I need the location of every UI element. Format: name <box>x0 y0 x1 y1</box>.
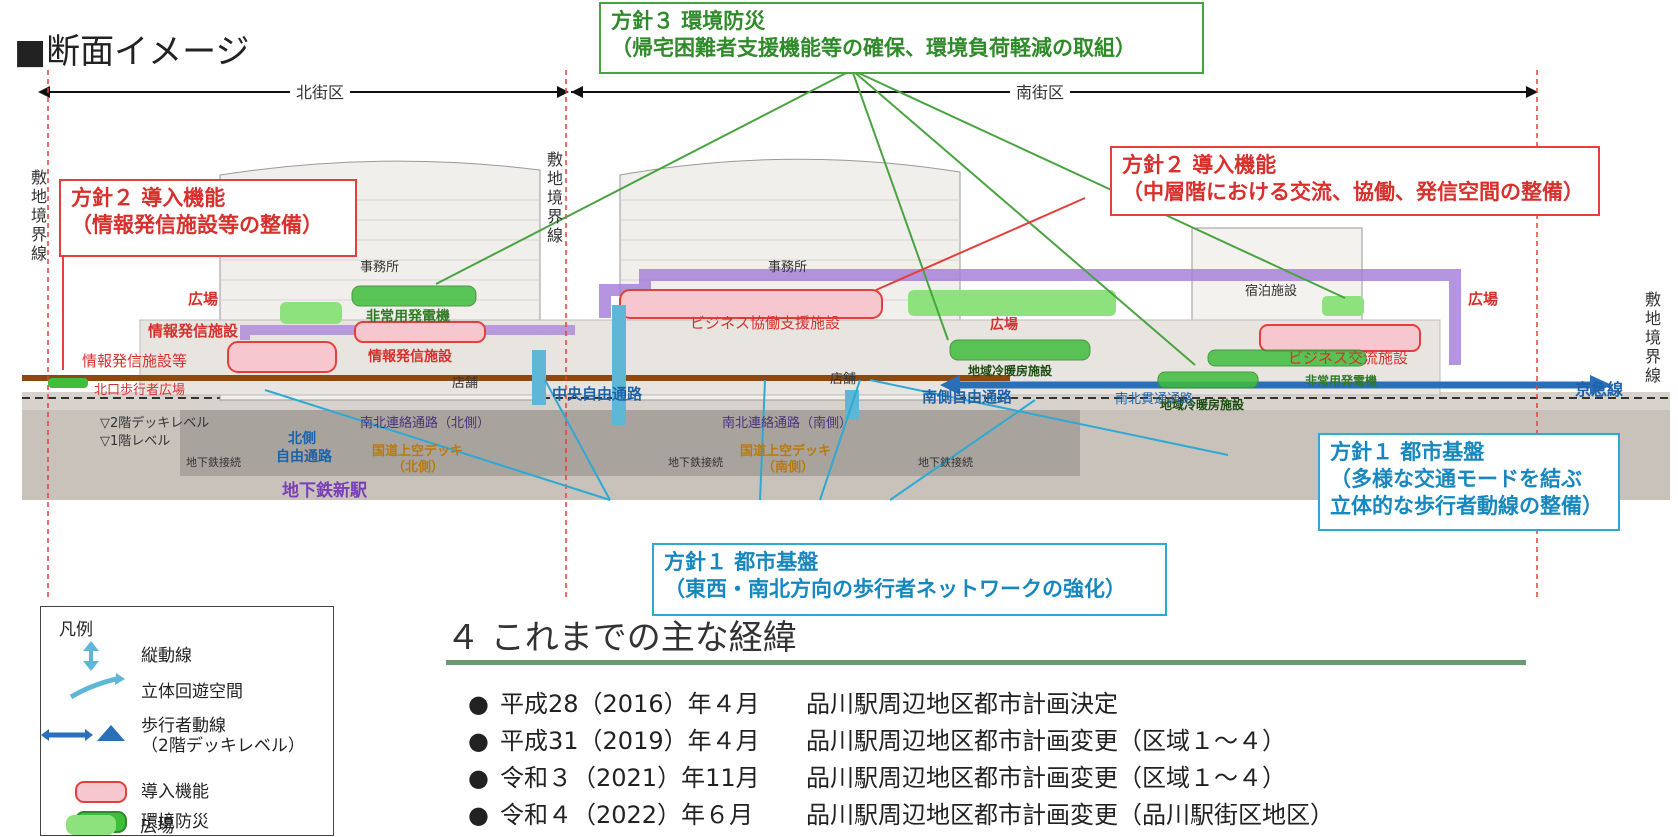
legend-intro-function-icon <box>75 781 127 803</box>
label-north-exit-plaza: 北口歩行者広場 <box>94 383 186 398</box>
label-info-facilities: 情報発信施設等 <box>82 352 188 370</box>
label-deck-south-1: 国道上空デッキ <box>740 444 832 459</box>
legend: 凡例 縦動線 立体回遊空間 歩行者動線 （2階デッキレベル） 導入機能 環境防災 <box>40 606 334 836</box>
legend-title: 凡例 <box>59 620 93 640</box>
history-date: 平成31（2019）年４月 <box>500 727 760 755</box>
history-item: ● 令和３（2021）年11月 品川駅周辺地区都市計画変更（区域１～４） <box>468 758 1286 793</box>
history-date: 令和３（2021）年11月 <box>500 764 760 792</box>
bullet-icon: ● <box>468 764 489 792</box>
history-event: 品川駅周辺地区都市計画変更（区域１～４） <box>806 764 1286 792</box>
callout-policy2-right-desc: （中層階における交流、協働、発信空間の整備） <box>1122 180 1584 204</box>
legend-item-pedestrian: 歩行者動線 <box>141 716 226 736</box>
section-divider <box>446 660 1526 665</box>
boundary-label-right: 敷地境界線 <box>1644 290 1661 385</box>
section-title: ４ これまでの主な経緯 <box>446 618 797 658</box>
label-subway-conn-2: 地下鉄接続 <box>668 456 723 469</box>
boundary-label-center: 敷地境界線 <box>546 150 563 245</box>
label-business-exchange: ビジネス交流施設 <box>1288 349 1409 367</box>
label-plaza-3: 広場 <box>1468 290 1499 308</box>
callout-policy2-left: 方針２ 導入機能 （情報発信施設等の整備） <box>59 179 357 257</box>
legend-item-vertical: 縦動線 <box>141 646 192 666</box>
label-ns-through: 南北貫通通路 <box>1115 392 1194 407</box>
callout-policy3-desc: （帰宅困難者支援機能等の確保、環境負荷軽減の取組） <box>611 36 1136 60</box>
label-office-north: 事務所 <box>360 260 400 275</box>
history-date: 令和４（2022）年６月 <box>500 801 754 829</box>
history-item: ● 令和４（2022）年６月 品川駅周辺地区都市計画変更（品川駅街区地区） <box>468 795 1334 830</box>
callout-policy3: 方針３ 環境防災 （帰宅困難者支援機能等の確保、環境負荷軽減の取組） <box>599 2 1204 74</box>
label-district-hvac-2: 地域冷暖房施設 <box>1160 398 1245 412</box>
callout-policy2-right-title: 方針２ 導入機能 <box>1122 153 1277 177</box>
legend-3d-circulation-icon <box>69 673 125 700</box>
history-item: ● 平成31（2019）年４月 品川駅周辺地区都市計画変更（区域１～４） <box>468 721 1286 756</box>
label-keikyu: 京急線 <box>1575 380 1624 399</box>
history-event: 品川駅周辺地区都市計画変更（品川駅街区地区） <box>806 801 1334 829</box>
boundary-label-left: 敷地境界線 <box>30 168 47 263</box>
legend-item-plaza: 広場 <box>140 817 174 837</box>
label-level-1f: ▽1階レベル <box>100 434 171 449</box>
label-north-passage-1: 北側 <box>288 431 316 447</box>
history-event: 品川駅周辺地区都市計画変更（区域１～４） <box>806 727 1286 755</box>
zone-south: 南街区 <box>1010 79 1071 103</box>
label-ns-passage-north: 南北連絡通路（北側） <box>360 416 491 431</box>
label-shop-1: 店舗 <box>452 376 479 391</box>
label-plaza-1: 広場 <box>188 290 219 308</box>
bullet-icon: ● <box>468 801 489 829</box>
label-emergency-gen-1: 非常用発電機 <box>366 309 450 325</box>
label-north-passage-2: 自由通路 <box>276 449 332 465</box>
legend-item-intro-function: 導入機能 <box>141 782 209 802</box>
bullet-icon: ● <box>468 690 489 718</box>
label-deck-north-2: （北側） <box>392 460 445 475</box>
legend-plaza-icon <box>66 815 116 835</box>
label-deck-south-2: （南側） <box>762 460 815 475</box>
callout-policy2-left-desc: （情報発信施設等の整備） <box>71 213 323 237</box>
label-south-passage: 南側自由通路 <box>922 388 1013 406</box>
callout-policy1-right-desc1: （多様な交通モードを結ぶ <box>1330 467 1582 491</box>
legend-item-3d-circulation: 立体回遊空間 <box>141 682 243 702</box>
legend-pedestrian-icon <box>41 725 125 741</box>
callout-policy1-center-title: 方針１ 都市基盤 <box>664 550 819 574</box>
label-emergency-gen-2: 非常用発電機 <box>1305 374 1378 388</box>
legend-item-pedestrian-level: （2階デッキレベル） <box>141 736 305 756</box>
history-item: ● 平成28（2016）年４月 品川駅周辺地区都市計画決定 <box>468 684 1118 719</box>
callout-policy2-left-title: 方針２ 導入機能 <box>71 186 226 210</box>
label-deck-north-1: 国道上空デッキ <box>372 444 464 459</box>
label-deck-2f: ▽2階デッキレベル <box>100 416 210 431</box>
label-district-hvac-1: 地域冷暖房施設 <box>968 364 1053 378</box>
callout-policy3-title: 方針３ 環境防災 <box>611 9 766 33</box>
zone-north: 北街区 <box>290 79 351 103</box>
label-shop-2: 店舗 <box>830 372 857 387</box>
label-hotel: 宿泊施設 <box>1245 284 1298 299</box>
label-plaza-2: 広場 <box>990 317 1018 333</box>
label-ns-passage-south: 南北連絡通路（南側） <box>722 416 853 431</box>
callout-policy1-center: 方針１ 都市基盤 （東西・南北方向の歩行者ネットワークの強化） <box>652 543 1167 616</box>
history-event: 品川駅周辺地区都市計画決定 <box>806 690 1118 718</box>
label-info-facility: 情報発信施設 <box>148 322 239 340</box>
legend-item-env-disaster: 環境防災 <box>141 812 209 832</box>
page-title: ■断面イメージ <box>14 32 250 72</box>
label-office-south: 事務所 <box>768 260 808 275</box>
callout-policy1-right-title: 方針１ 都市基盤 <box>1330 440 1485 464</box>
callout-policy1-right: 方針１ 都市基盤 （多様な交通モードを結ぶ 立体的な歩行者動線の整備） <box>1318 433 1620 531</box>
callout-policy2-right: 方針２ 導入機能 （中層階における交流、協働、発信空間の整備） <box>1110 146 1600 216</box>
underground-structure <box>180 400 1080 476</box>
label-central-passage: 中央自由通路 <box>552 385 643 403</box>
callout-policy1-right-desc2: 立体的な歩行者動線の整備） <box>1330 494 1603 518</box>
history-date: 平成28（2016）年４月 <box>500 690 760 718</box>
label-info-facility-2: 情報発信施設 <box>368 349 452 365</box>
legend-vertical-icon <box>83 641 99 671</box>
label-subway-conn-1: 地下鉄接続 <box>186 456 241 469</box>
label-subway-conn-3: 地下鉄接続 <box>918 456 973 469</box>
label-business-collab: ビジネス協働支援施設 <box>690 314 841 332</box>
callout-policy1-center-desc: （東西・南北方向の歩行者ネットワークの強化） <box>664 577 1126 601</box>
label-subway-station: 地下鉄新駅 <box>282 481 367 501</box>
bullet-icon: ● <box>468 727 489 755</box>
